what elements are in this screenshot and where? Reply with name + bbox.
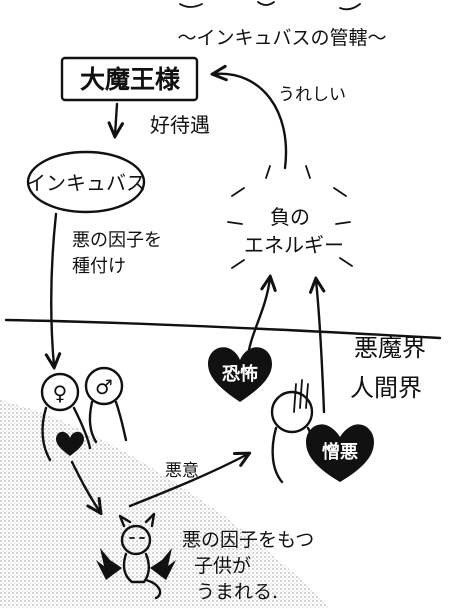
incubus-ellipse: [26, 150, 146, 214]
world-boundary-line: [4, 318, 442, 340]
demon-world-label: 悪魔界: [354, 334, 426, 362]
female-symbol: ♀: [53, 381, 68, 405]
edge-label-seed-line1: 悪の因子を: [72, 230, 162, 251]
edge-label-happy: うれしい: [278, 85, 346, 105]
demon-king-label: 大魔王様: [80, 65, 181, 94]
male-symbol: ♂: [95, 375, 113, 399]
love-heart: [56, 431, 84, 456]
hatred-label[interactable]: 憎悪: [322, 441, 358, 463]
human-figure-female: [40, 372, 92, 462]
parents-to-child-arrow: [70, 460, 100, 512]
hatred-heart: [306, 424, 374, 482]
human-figure-male: [84, 366, 128, 444]
human-world-label: 人間界: [350, 374, 422, 402]
energy-to-demon-king-arrow: [214, 74, 288, 170]
fear-heart: [208, 347, 272, 402]
outcome-line2: 子供が: [194, 555, 251, 577]
negative-energy-label-line1: 負の: [270, 205, 310, 229]
screentone-background: [0, 400, 330, 608]
edge-label-favorable-treatment: 好待遇: [150, 113, 210, 137]
outcome-line1: 悪の因子をもつ: [182, 529, 314, 551]
devil-child: [96, 512, 176, 600]
negative-energy-cluster: [227, 165, 353, 269]
edge-label-seed-line2: 種付け: [72, 256, 126, 277]
human-figure-right: [270, 379, 316, 484]
hatred-to-energy-arrow: [316, 280, 324, 414]
incubus-to-female-arrow: [51, 212, 56, 366]
demon-king-box: [60, 56, 199, 102]
fear-to-energy-arrow: [246, 278, 270, 357]
cutoff-top-strokes: [179, 1, 361, 11]
incubus-label: インキュバス: [26, 171, 146, 195]
edge-label-malice: 悪意: [165, 461, 199, 481]
negative-energy-label-line2: エネルギー: [244, 233, 344, 257]
demon-king-to-incubus-arrow: [115, 102, 117, 135]
outcome-line3: うまれる.: [196, 581, 278, 603]
malice-arrow: [128, 454, 248, 508]
header-title: 〜インキュバスの管轄〜: [177, 27, 386, 49]
fear-label[interactable]: 恐怖: [222, 363, 258, 385]
